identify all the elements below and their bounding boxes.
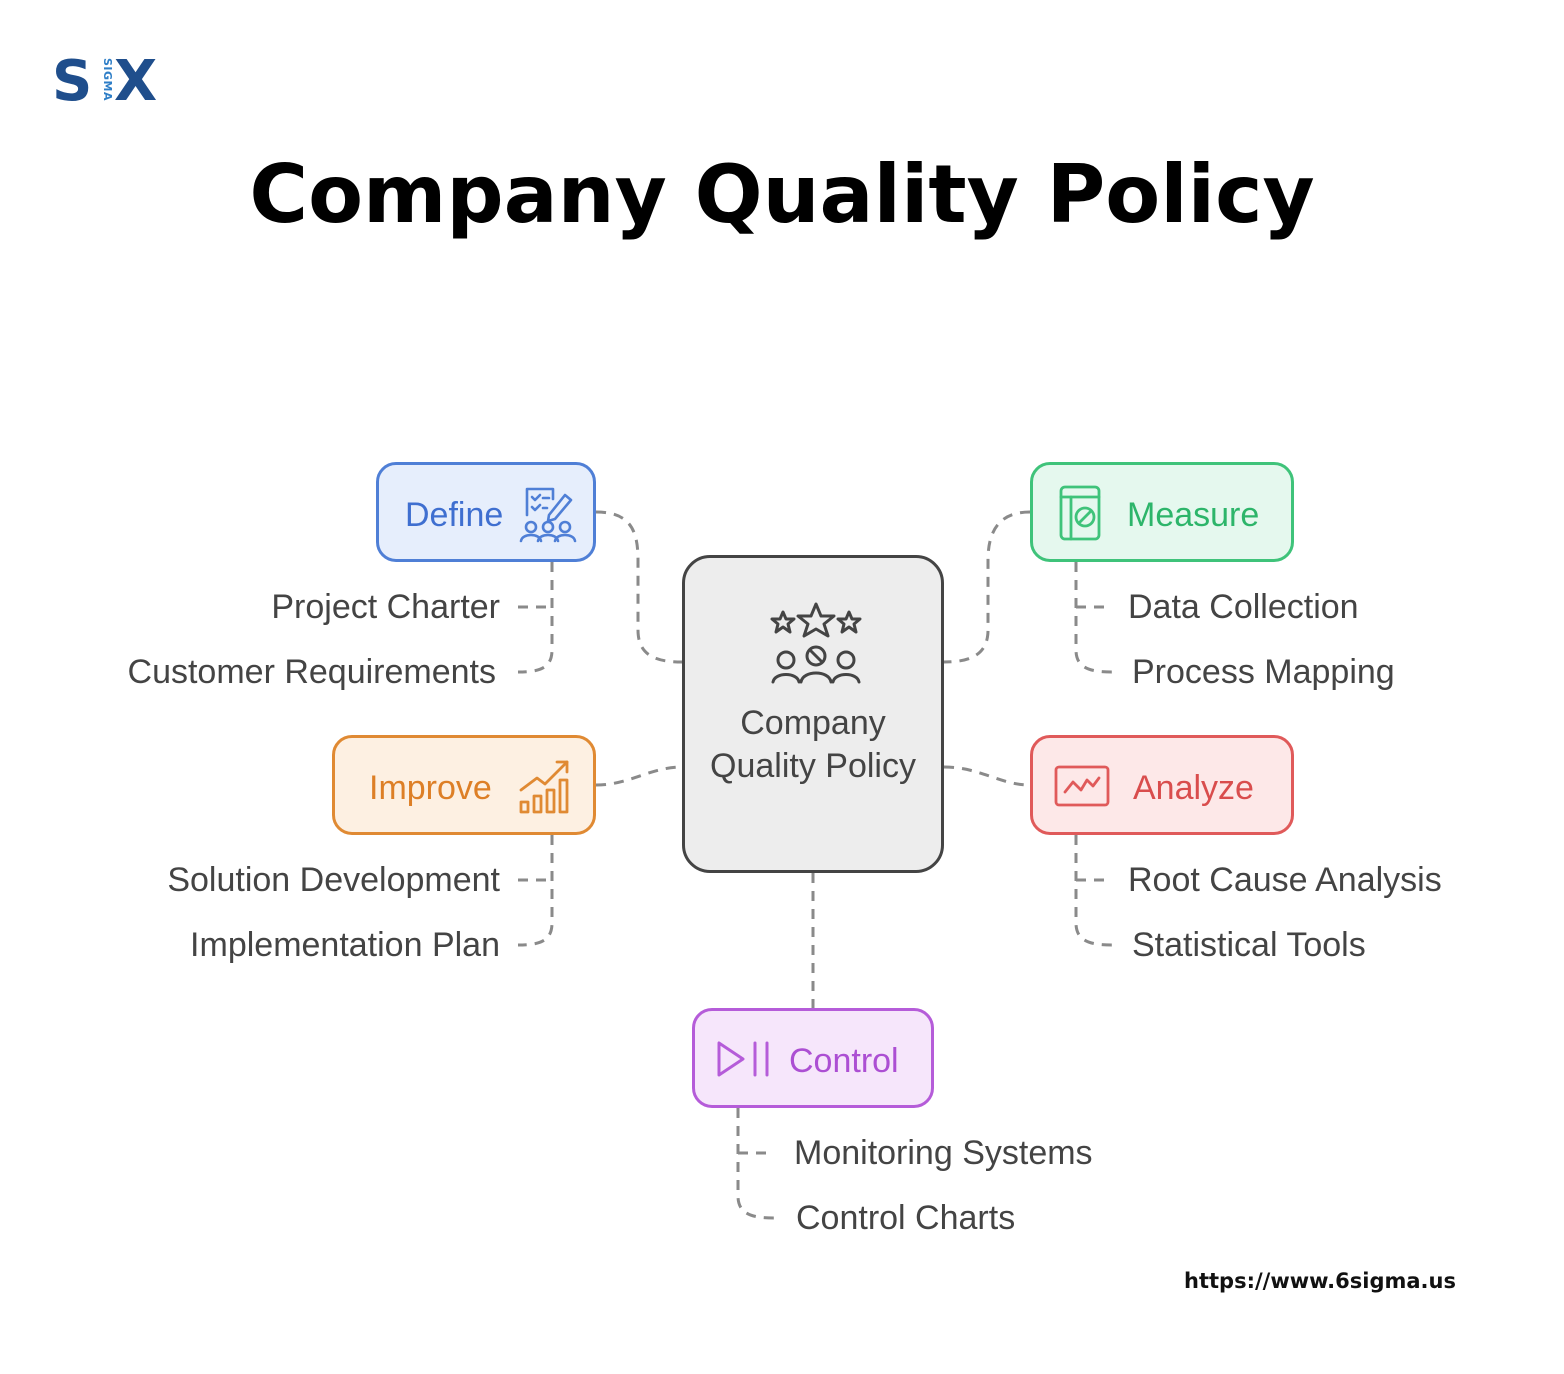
leaf-solution-development: Solution Development — [167, 861, 500, 899]
center-label: Company Quality Policy — [710, 704, 916, 785]
phase-measure: Measure — [1030, 462, 1294, 562]
logo-x: X — [114, 49, 158, 114]
leaf-monitoring-systems: Monitoring Systems — [794, 1134, 1093, 1172]
page-title: Company Quality Policy — [249, 148, 1315, 241]
leaf-project-charter: Project Charter — [271, 588, 500, 626]
leaf-data-collection: Data Collection — [1128, 588, 1359, 626]
phase-analyze-label: Analyze — [1133, 769, 1254, 807]
leaf-statistical-tools: Statistical Tools — [1132, 926, 1366, 964]
play-pause-icon — [717, 1041, 769, 1077]
line-chart-icon — [1054, 765, 1110, 807]
phase-define-label: Define — [405, 496, 504, 534]
connector-control-leaves — [736, 1108, 775, 1220]
stars-team-icon — [770, 602, 862, 684]
connector-measure — [943, 510, 1031, 664]
leaf-customer-requirements: Customer Requirements — [127, 653, 496, 691]
growth-chart-icon — [519, 760, 569, 814]
leaf-process-mapping: Process Mapping — [1132, 653, 1395, 691]
logo-sigma: SIGMA — [101, 58, 114, 102]
brand-logo: S SIGMA X — [52, 52, 164, 112]
phase-analyze: Analyze — [1030, 735, 1294, 835]
phase-measure-label: Measure — [1127, 496, 1260, 534]
gauge-device-icon — [1059, 485, 1101, 541]
connector-improve — [595, 765, 683, 787]
leaf-control-charts: Control Charts — [796, 1199, 1016, 1237]
connector-define-leaves — [517, 562, 554, 674]
center-node: Company Quality Policy — [682, 555, 944, 873]
connector-measure-leaves — [1074, 562, 1113, 674]
leaf-implementation-plan: Implementation Plan — [190, 926, 500, 964]
connector-analyze-leaves — [1074, 835, 1113, 947]
phase-control: Control — [692, 1008, 934, 1108]
connector-improve-leaves — [517, 835, 554, 947]
connector-analyze — [943, 765, 1031, 787]
phase-define: Define — [376, 462, 596, 562]
logo-s: S — [52, 49, 93, 114]
footer-url: https://www.6sigma.us — [1184, 1269, 1456, 1293]
leaf-root-cause-analysis: Root Cause Analysis — [1128, 861, 1442, 899]
connector-define — [595, 510, 683, 664]
phase-improve: Improve — [332, 735, 596, 835]
checklist-team-icon — [519, 487, 577, 543]
phase-control-label: Control — [789, 1042, 899, 1080]
phase-improve-label: Improve — [369, 769, 492, 807]
